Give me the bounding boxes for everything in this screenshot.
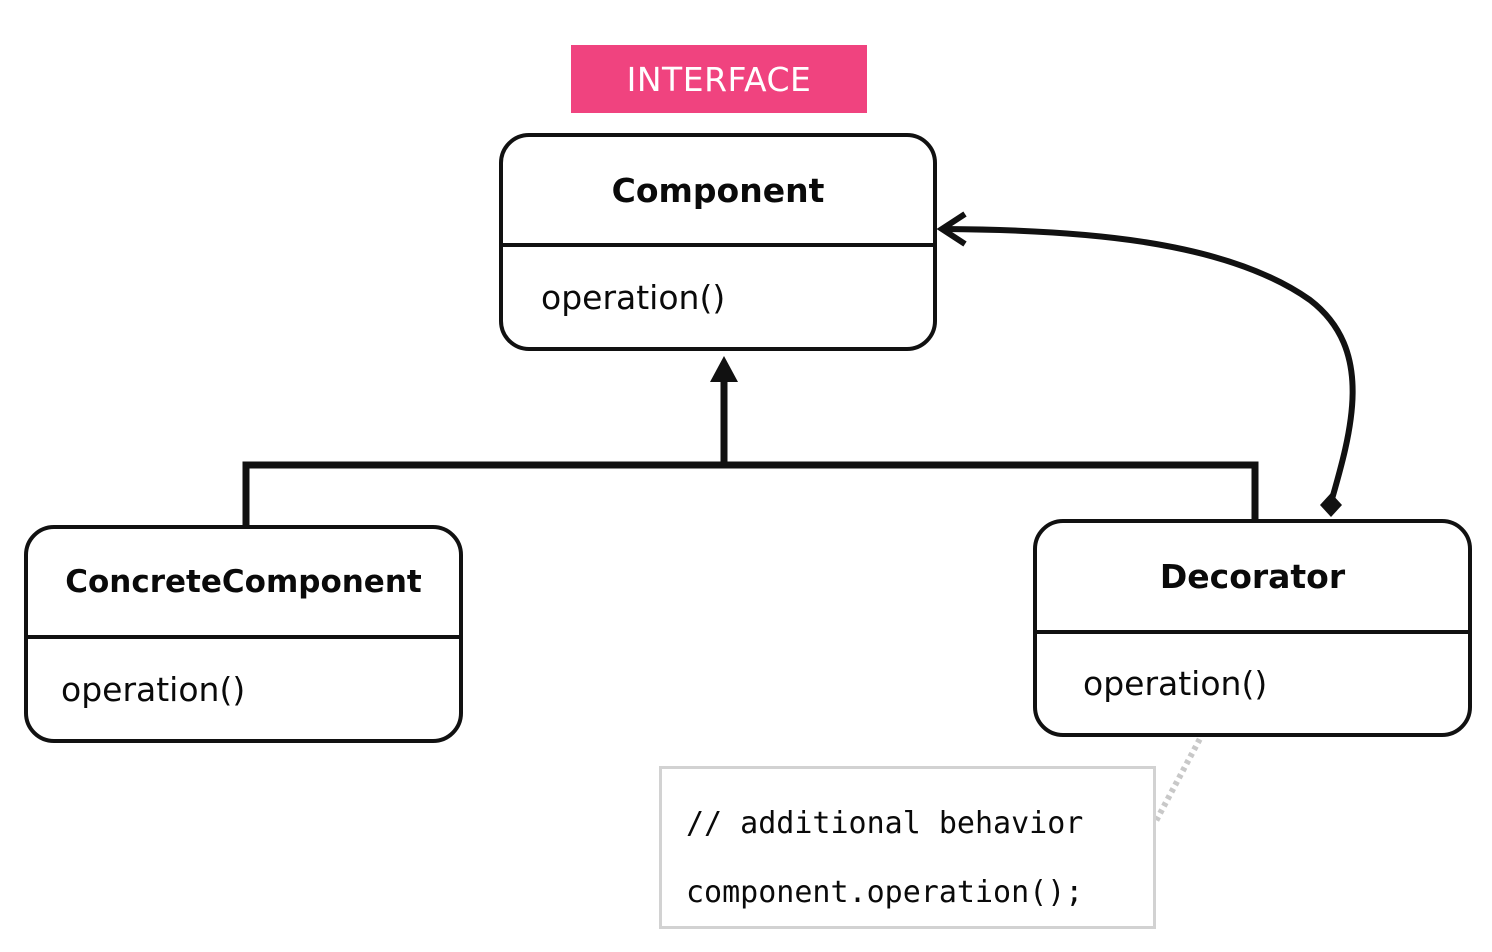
inheritance-arrowhead (710, 356, 738, 382)
code-note: // additional behavior component.operati… (659, 766, 1156, 929)
aggregation-curve (944, 226, 1356, 507)
component-class-box: Component operation() (499, 133, 937, 351)
concrete-component-operation-method: operation() (61, 669, 246, 709)
interface-stereotype-label: INTERFACE (626, 59, 812, 99)
inheritance-line-concrete (242, 461, 724, 527)
decorator-operation-method: operation() (1083, 664, 1268, 703)
decorator-class-name: Decorator (1037, 523, 1468, 634)
interface-stereotype-tag: INTERFACE (571, 45, 867, 113)
component-operation-method: operation() (541, 277, 726, 317)
concrete-component-class-box: ConcreteComponent operation() (24, 525, 463, 743)
component-class-name: Component (503, 137, 933, 247)
aggregation-arrowhead (936, 211, 967, 247)
inheritance-line-decorator (724, 461, 1259, 521)
note-code-line: component.operation(); (686, 875, 1084, 910)
note-comment-line: // additional behavior (686, 806, 1084, 841)
aggregation-diamond (1320, 493, 1342, 517)
concrete-component-class-name: ConcreteComponent (28, 529, 459, 639)
decorator-class-box: Decorator operation() (1033, 519, 1472, 737)
